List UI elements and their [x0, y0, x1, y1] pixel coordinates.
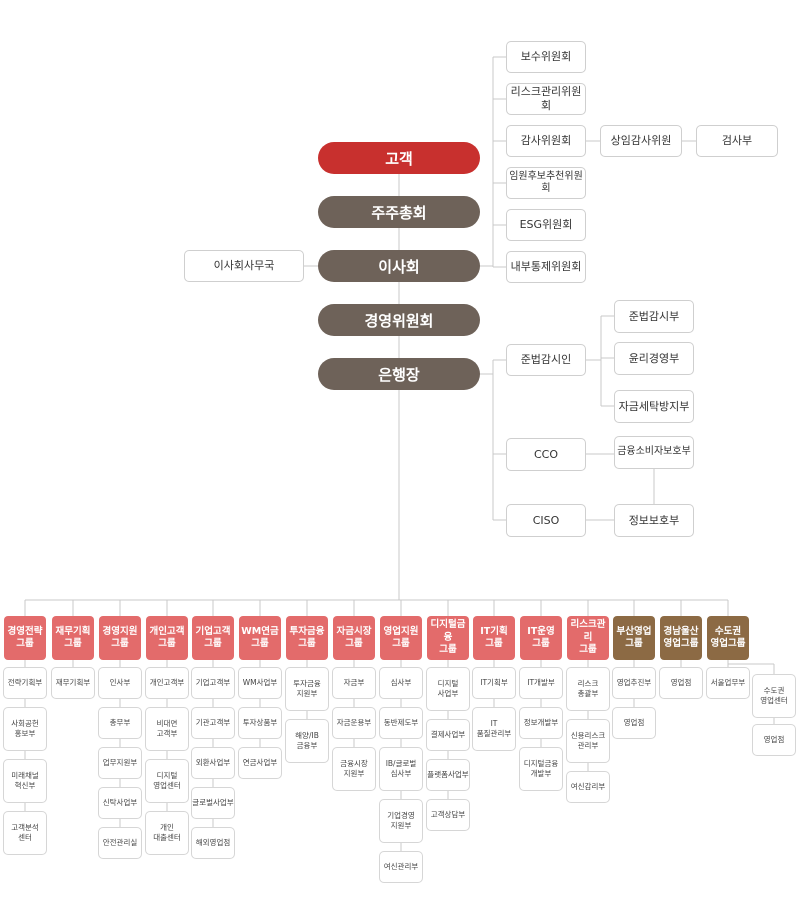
compliance-officer-node: 준법감시인 [506, 344, 586, 376]
committee-audit: 감사위원회 [506, 125, 586, 157]
unit-10-4: 고객상담부 [426, 799, 470, 831]
management-committee-node: 경영위원회 [318, 304, 480, 336]
unit-5-4: 글로벌사업부 [191, 787, 235, 819]
group-3: 경영지원 그룹 [99, 616, 141, 660]
unit-10-1: 디지털 사업부 [426, 667, 470, 711]
unit-4-1: 개인고객부 [145, 667, 189, 699]
committee-internal-control: 내부통제위원회 [506, 251, 586, 283]
unit-8-1: 자금부 [332, 667, 376, 699]
unit-7-2: 해양/IB 금융부 [285, 719, 329, 763]
group-10: 디지털금융 그룹 [427, 616, 469, 660]
info-security-node: 정보보호부 [614, 504, 694, 537]
unit-10-3: 플랫폼사업부 [426, 759, 470, 791]
unit-4-3: 디지털 영업센터 [145, 759, 189, 803]
unit-16-3: 영업점 [752, 724, 796, 756]
compliance-unit-1: 준법감시부 [614, 300, 694, 333]
unit-5-2: 기관고객부 [191, 707, 235, 739]
unit-4-4: 개인 대출센터 [145, 811, 189, 855]
unit-5-3: 외환사업부 [191, 747, 235, 779]
unit-11-2: IT 품질관리부 [472, 707, 516, 751]
group-12: IT운영 그룹 [520, 616, 562, 660]
group-5: 기업고객 그룹 [192, 616, 234, 660]
unit-16-1: 서울업무부 [706, 667, 750, 699]
unit-3-3: 업무지원부 [98, 747, 142, 779]
ciso-node: CISO [506, 504, 586, 537]
unit-12-3: 디지털금융 개발부 [519, 747, 563, 791]
unit-7-1: 투자금융 지원부 [285, 667, 329, 711]
committee-esg: ESG위원회 [506, 209, 586, 241]
unit-14-1: 영업추진부 [612, 667, 656, 699]
unit-13-1: 리스크 총괄부 [566, 667, 610, 711]
unit-13-3: 여신감리부 [566, 771, 610, 803]
board-office-node: 이사회사무국 [184, 250, 304, 282]
unit-8-2: 자금운용부 [332, 707, 376, 739]
group-15: 경남울산 영업그룹 [660, 616, 702, 660]
unit-3-4: 신탁사업부 [98, 787, 142, 819]
unit-13-2: 신용리스크 관리부 [566, 719, 610, 763]
unit-3-2: 총무부 [98, 707, 142, 739]
group-9: 영업지원 그룹 [380, 616, 422, 660]
unit-1-4: 고객분석 센터 [3, 811, 47, 855]
cco-node: CCO [506, 438, 586, 471]
unit-5-1: 기업고객부 [191, 667, 235, 699]
shareholders-node: 주주총회 [318, 196, 480, 228]
committee-nomination: 임원후보추천위원회 [506, 167, 586, 199]
unit-15-1: 영업점 [659, 667, 703, 699]
unit-12-2: 정보개발부 [519, 707, 563, 739]
unit-1-3: 미래채널 혁신부 [3, 759, 47, 803]
unit-6-2: 투자상품부 [238, 707, 282, 739]
unit-9-4: 기업경영 지원부 [379, 799, 423, 843]
compliance-unit-3: 자금세탁방지부 [614, 390, 694, 423]
group-7: 투자금융 그룹 [286, 616, 328, 660]
unit-8-3: 금융시장 지원부 [332, 747, 376, 791]
unit-3-5: 안전관리실 [98, 827, 142, 859]
group-13: 리스크관리 그룹 [567, 616, 609, 660]
board-node: 이사회 [318, 250, 480, 282]
unit-9-5: 여신관리부 [379, 851, 423, 883]
group-16: 수도권 영업그룹 [707, 616, 749, 660]
group-6: WM연금 그룹 [239, 616, 281, 660]
unit-9-3: IB/글로벌 심사부 [379, 747, 423, 791]
ceo-node: 은행장 [318, 358, 480, 390]
consumer-protection-node: 금융소비자보호부 [614, 436, 694, 469]
unit-6-3: 연금사업부 [238, 747, 282, 779]
unit-3-1: 인사부 [98, 667, 142, 699]
unit-10-2: 결제사업부 [426, 719, 470, 751]
unit-2-1: 재무기획부 [51, 667, 95, 699]
unit-16-2: 수도권 영업센터 [752, 674, 796, 718]
unit-6-1: WM사업부 [238, 667, 282, 699]
group-1: 경영전략 그룹 [4, 616, 46, 660]
committee-risk: 리스크관리위원회 [506, 83, 586, 115]
group-14: 부산영업 그룹 [613, 616, 655, 660]
committee-compensation: 보수위원회 [506, 41, 586, 73]
compliance-unit-2: 윤리경영부 [614, 342, 694, 375]
unit-1-1: 전략기획부 [3, 667, 47, 699]
inspection-node: 검사부 [696, 125, 778, 157]
unit-9-2: 동반제도부 [379, 707, 423, 739]
customer-node: 고객 [318, 142, 480, 174]
unit-5-5: 해외영업점 [191, 827, 235, 859]
unit-1-2: 사회공헌 홍보부 [3, 707, 47, 751]
group-2: 재무기획 그룹 [52, 616, 94, 660]
unit-4-2: 비대면 고객부 [145, 707, 189, 751]
group-4: 개인고객 그룹 [146, 616, 188, 660]
unit-9-1: 심사부 [379, 667, 423, 699]
standing-auditor-node: 상임감사위원 [600, 125, 682, 157]
group-8: 자금시장 그룹 [333, 616, 375, 660]
unit-11-1: IT기획부 [472, 667, 516, 699]
unit-12-1: IT개발부 [519, 667, 563, 699]
group-11: IT기획 그룹 [473, 616, 515, 660]
unit-14-2: 영업점 [612, 707, 656, 739]
